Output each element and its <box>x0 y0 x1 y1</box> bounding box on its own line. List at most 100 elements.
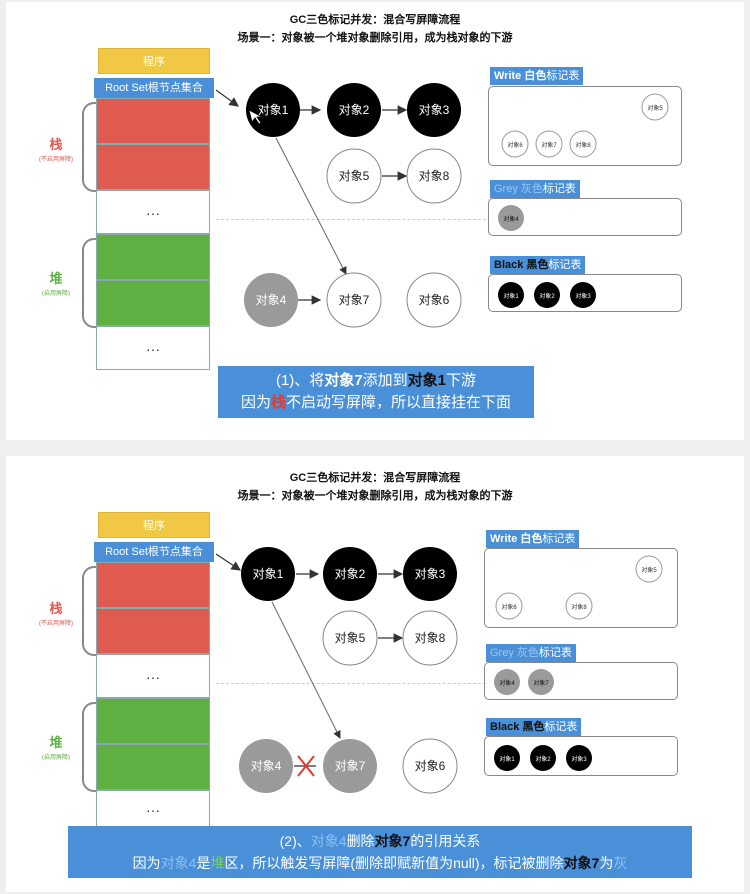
object1-to-object7-arrow <box>271 601 341 739</box>
object4-node <box>244 273 298 327</box>
stack-brace <box>82 566 96 656</box>
root-to-object1-arrow <box>215 553 241 571</box>
step1-caption: (1)、将对象7添加到对象1下游 因为栈不启动写屏障，所以直接挂在下面 <box>218 366 534 418</box>
program-box: 程序 <box>98 512 210 538</box>
dashed-divider <box>216 683 486 684</box>
object2-node <box>323 547 377 601</box>
diagram-subtitle: 场景一：对象被一个堆对象删除引用，成为栈对象的下游 <box>237 32 513 44</box>
white-table: 对象5 对象6 对象7 对象8 <box>488 86 682 166</box>
grey-table-title: Grey 灰色标记表 <box>486 644 576 662</box>
object3-label: 对象3 <box>419 103 450 117</box>
svg-text:对象8: 对象8 <box>571 603 587 611</box>
object5-label: 对象5 <box>335 631 366 645</box>
heap-cell <box>96 280 210 326</box>
object7-node <box>323 739 377 793</box>
stack-cell <box>96 562 210 608</box>
object7-label: 对象7 <box>335 759 366 773</box>
heap-cell <box>96 744 210 790</box>
program-box: 程序 <box>98 48 210 74</box>
object1-label: 对象1 <box>258 103 289 117</box>
stack-ellipsis: ··· <box>96 190 210 234</box>
diagram-title: GC三色标记并发：混合写屏障流程 <box>289 472 461 484</box>
stack-brace <box>82 102 96 192</box>
object7-label: 对象7 <box>339 293 370 307</box>
heap-brace <box>82 702 96 792</box>
object1-node <box>241 547 295 601</box>
svg-text:对象5: 对象5 <box>647 104 663 112</box>
stack-ellipsis: ··· <box>96 654 210 698</box>
svg-text:对象7: 对象7 <box>533 679 549 687</box>
svg-text:对象3: 对象3 <box>571 755 587 763</box>
object2-node <box>327 83 381 137</box>
root-set-box: Root Set根节点集合 <box>94 542 214 562</box>
object4-node <box>239 739 293 793</box>
object4-label: 对象4 <box>251 759 282 773</box>
object8-label: 对象8 <box>415 631 446 645</box>
step2-caption: (2)、对象4删除对象7的引用关系 因为对象4是堆区，所以触发写屏障(删除即赋新… <box>68 826 692 878</box>
object-graph: 对象1 对象2 对象3 对象5 对象8 对象4 对象7 对象6 <box>215 83 462 328</box>
heap-ellipsis: ··· <box>96 326 210 370</box>
object8-node <box>402 610 458 666</box>
heap-cell <box>96 698 210 744</box>
object3-node <box>403 547 457 601</box>
black-table-title: Black 黑色标记表 <box>486 718 582 736</box>
object5-node <box>326 148 382 204</box>
object3-node <box>407 83 461 137</box>
white-table-title: Write 白色标记表 <box>490 67 584 85</box>
grey-table-title: Grey 灰色标记表 <box>490 180 580 198</box>
svg-text:对象4: 对象4 <box>499 679 515 687</box>
object8-node <box>406 148 462 204</box>
object5-node <box>322 610 378 666</box>
diagram-subtitle: 场景一：对象被一个堆对象删除引用，成为栈对象的下游 <box>237 490 513 502</box>
heap-sublabel: (启用屏障) <box>42 291 70 297</box>
object5-label: 对象5 <box>339 169 370 183</box>
black-table-title: Black 黑色标记表 <box>490 256 586 274</box>
svg-text:对象2: 对象2 <box>535 755 551 763</box>
mouse-cursor-icon <box>248 109 263 125</box>
svg-text:对象6: 对象6 <box>501 603 517 611</box>
white-table-title: Write 白色标记表 <box>486 530 580 548</box>
object-graph: 对象1 对象2 对象3 对象5 对象8 对象4 对象7 对象6 <box>215 547 458 794</box>
white-table: 对象5 对象6 对象8 <box>484 548 678 628</box>
heap-sublabel: (启用屏障) <box>42 755 70 761</box>
heap-cell <box>96 234 210 280</box>
object3-label: 对象3 <box>415 567 446 581</box>
dashed-divider <box>216 219 486 220</box>
svg-text:对象4: 对象4 <box>503 215 519 223</box>
heap-brace <box>82 238 96 328</box>
black-table: 对象1 对象2 对象3 <box>488 274 682 312</box>
svg-text:对象8: 对象8 <box>575 141 591 149</box>
svg-text:对象3: 对象3 <box>575 292 591 300</box>
stack-cell <box>96 144 210 190</box>
stack-label: 栈 <box>49 601 63 616</box>
stack-label: 栈 <box>49 137 63 152</box>
svg-text:对象1: 对象1 <box>499 755 515 763</box>
object8-label: 对象8 <box>419 169 450 183</box>
object1-label: 对象1 <box>253 567 284 581</box>
svg-text:对象1: 对象1 <box>503 292 519 300</box>
panel-step-2: GC三色标记并发：混合写屏障流程 场景一：对象被一个堆对象删除引用，成为栈对象的… <box>6 456 744 892</box>
object6-label: 对象6 <box>415 759 446 773</box>
stack-sublabel: (不启用屏障) <box>39 157 73 163</box>
heap-label: 堆 <box>49 271 63 286</box>
svg-text:对象7: 对象7 <box>541 141 557 149</box>
grey-table: 对象4 对象7 <box>484 662 678 700</box>
svg-text:对象6: 对象6 <box>507 141 523 149</box>
stack-sublabel: (不启用屏障) <box>39 621 73 627</box>
diagram-title: GC三色标记并发：混合写屏障流程 <box>289 14 461 26</box>
heap-label: 堆 <box>49 735 63 750</box>
object4-label: 对象4 <box>256 293 287 307</box>
svg-text:对象2: 对象2 <box>539 292 555 300</box>
object6-label: 对象6 <box>419 293 450 307</box>
grey-table: 对象4 <box>488 198 682 236</box>
panel-step-1: GC三色标记并发：混合写屏障流程 场景一：对象被一个堆对象删除引用，成为栈对象的… <box>6 2 744 440</box>
object6-node <box>402 738 458 794</box>
object2-label: 对象2 <box>339 103 370 117</box>
object2-label: 对象2 <box>335 567 366 581</box>
root-set-box: Root Set根节点集合 <box>94 78 214 98</box>
object7-node <box>326 272 382 328</box>
stack-cell <box>96 608 210 654</box>
object6-node <box>406 272 462 328</box>
svg-text:对象5: 对象5 <box>641 566 657 574</box>
black-table: 对象1 对象2 对象3 <box>484 736 678 776</box>
